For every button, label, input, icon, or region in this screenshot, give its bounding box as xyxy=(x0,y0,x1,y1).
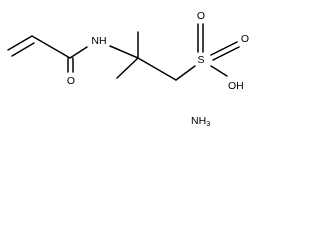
hydroxyl-label: OH xyxy=(228,80,244,92)
bond-ch2-s xyxy=(175,65,196,81)
bond-s-o-right-a xyxy=(210,41,238,56)
ammonia-symbol: NH xyxy=(191,115,206,127)
ammonia-subscript: 3 xyxy=(206,119,210,128)
sulfonyl-oxygen-top-label: O xyxy=(197,10,205,22)
chemical-structure: NH O S O O OH NH3 xyxy=(7,10,249,128)
bond-vinyl-c-c xyxy=(7,35,33,51)
bond-cq-ch2 xyxy=(137,57,177,81)
bond-carbonyl-n xyxy=(69,46,88,59)
sulfonyl-oxygen-right-label: O xyxy=(241,33,249,45)
bond-vinyl-c-c-double xyxy=(11,42,35,57)
bond-s-o-right-b xyxy=(212,46,240,61)
carbonyl-oxygen-label: O xyxy=(67,75,75,87)
bond-cq-methyl-down xyxy=(116,57,139,79)
bond-c-carbonyl xyxy=(31,35,71,59)
nh-label: NH xyxy=(91,35,106,47)
bond-n-cq xyxy=(109,45,139,59)
bond-s-oh xyxy=(210,65,228,77)
ammonia-label: NH3 xyxy=(191,115,210,128)
sulfur-label: S xyxy=(197,54,204,66)
